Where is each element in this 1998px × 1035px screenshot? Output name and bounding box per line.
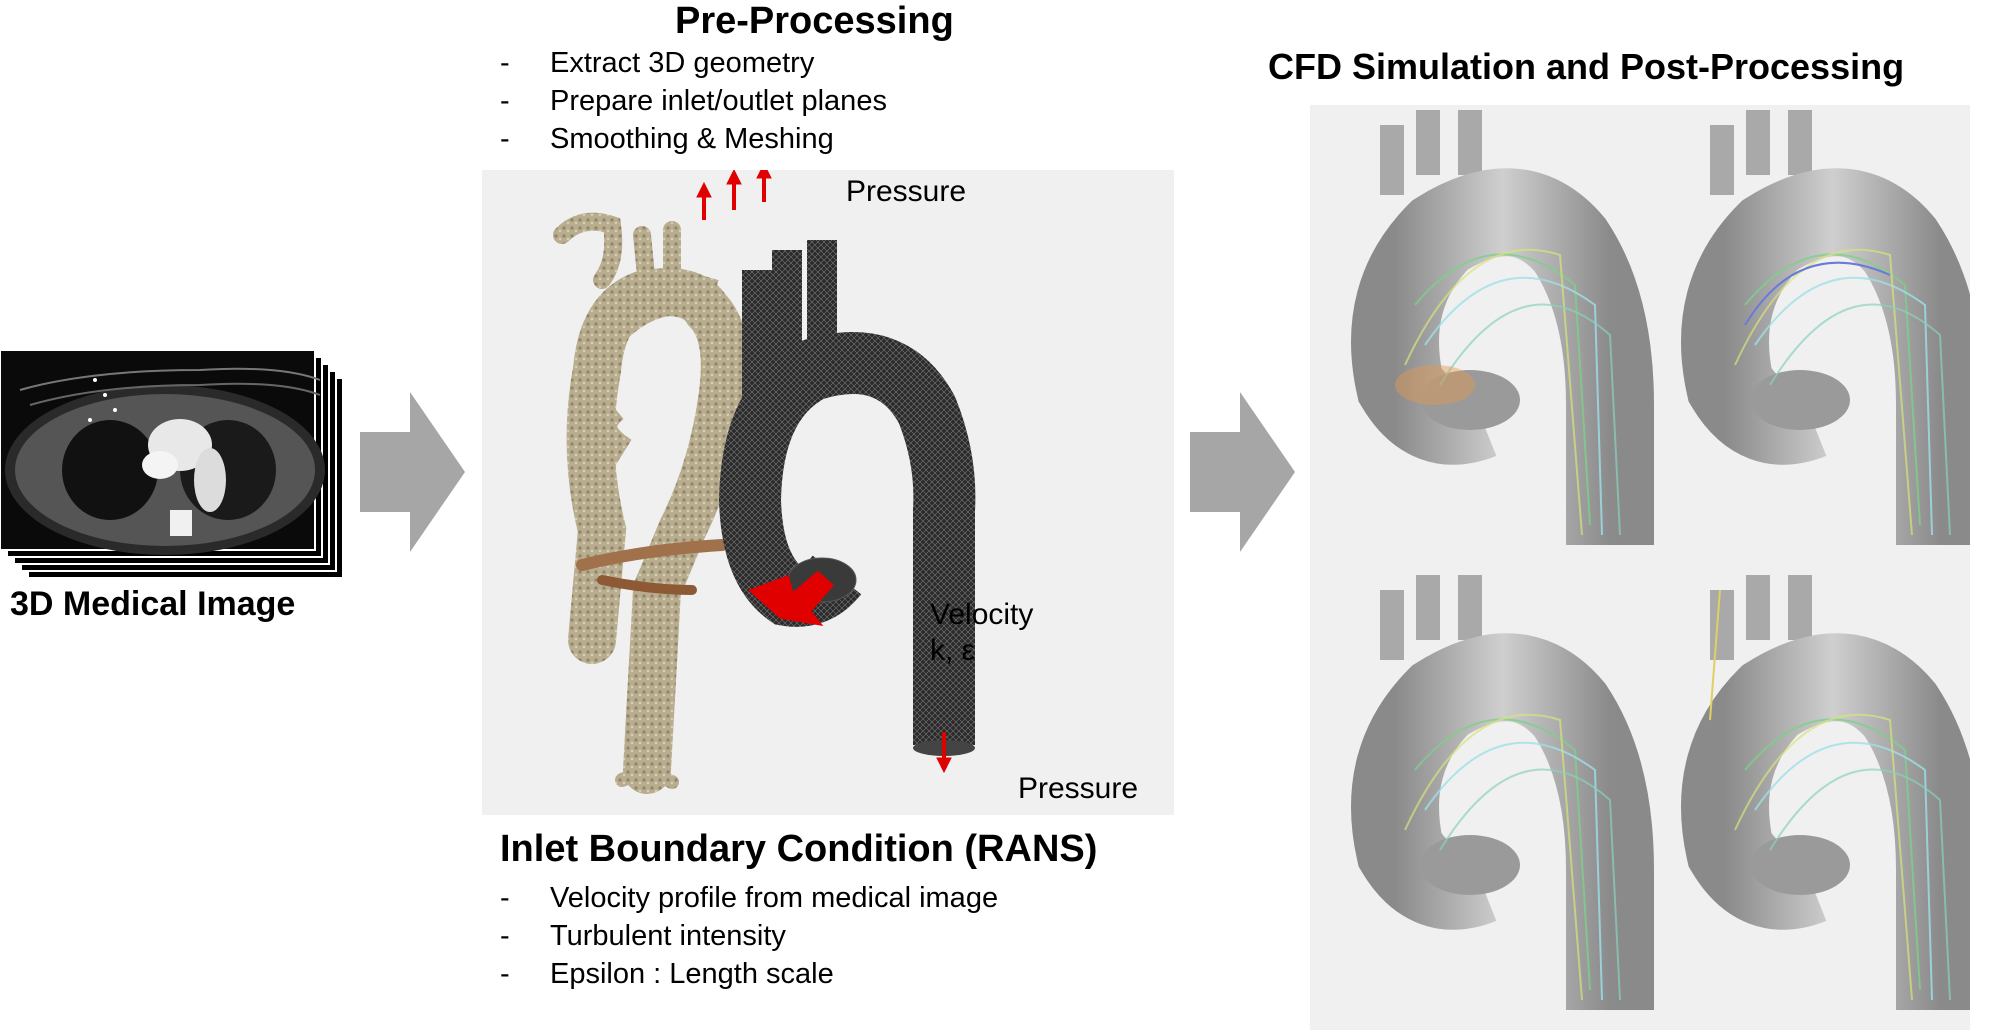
- cfd-title: CFD Simulation and Post-Processing: [1268, 46, 1905, 87]
- step-item: -Extract 3D geometry: [500, 47, 815, 79]
- step-item: -Smoothing & Meshing: [500, 123, 834, 155]
- preprocessing-steps: -Extract 3D geometry -Prepare inlet/outl…: [500, 44, 887, 158]
- inlet-title: Inlet Boundary Condition (RANS): [500, 828, 1098, 870]
- pressure-label-top: Pressure: [846, 175, 967, 208]
- meshed-aorta: [718, 240, 976, 756]
- inlet-item: -Turbulent intensity: [500, 920, 786, 952]
- inlet-item: -Velocity profile from medical image: [500, 882, 999, 914]
- step-item: -Prepare inlet/outlet planes: [500, 85, 887, 117]
- inlet-velocity-arrow: [748, 570, 834, 626]
- input-image-label: 3D Medical Image: [10, 585, 296, 623]
- preprocessing-title: Pre-Processing: [675, 0, 954, 42]
- cfd-results-panel: [1310, 105, 1970, 1030]
- inlet-item: -Epsilon : Length scale: [500, 958, 834, 990]
- pressure-label-bottom: Pressure: [1018, 772, 1139, 805]
- preprocessing-panel: [482, 170, 1174, 815]
- process-arrow-2: [1190, 392, 1295, 552]
- outlet-pressure-arrows: [696, 170, 772, 220]
- cfd-result-bottom-left: [1392, 575, 1620, 1010]
- inlet-items: -Velocity profile from medical image -Tu…: [500, 879, 998, 993]
- cfd-result-top-right: [1722, 110, 1950, 545]
- outlet-pressure-arrow-bottom: [936, 732, 952, 774]
- cfd-result-top-left: [1392, 110, 1620, 545]
- cfd-result-bottom-right: [1710, 575, 1950, 1010]
- segmented-aorta: [553, 212, 749, 794]
- process-arrow-1: [360, 392, 465, 552]
- turbulence-label: k, ε: [930, 634, 976, 667]
- ct-image-stack: [0, 350, 345, 580]
- velocity-label: Velocity: [930, 598, 1034, 631]
